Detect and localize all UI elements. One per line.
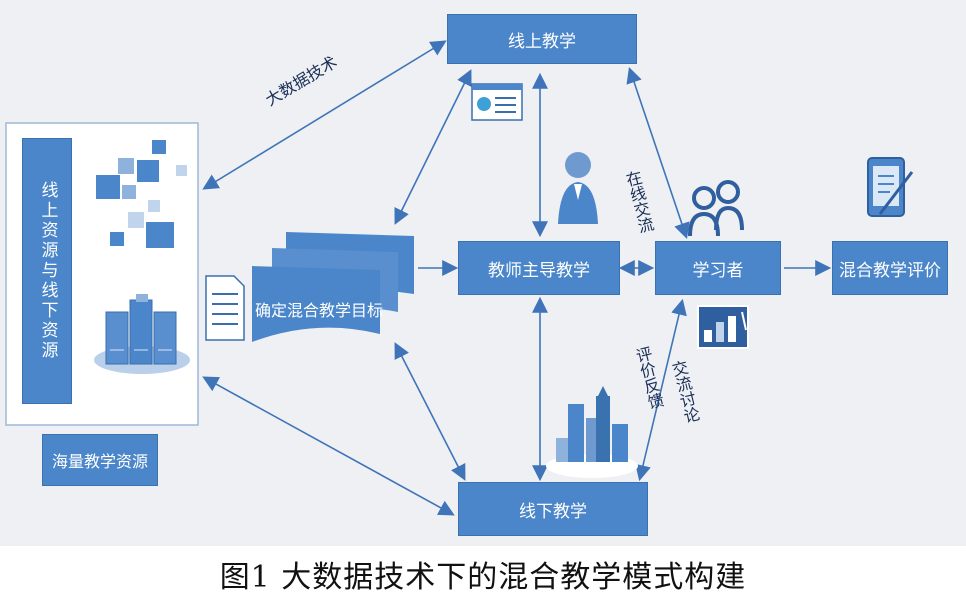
server-icon — [94, 294, 190, 374]
massive-resources-box: 海量教学资源 — [42, 434, 158, 486]
diagram-canvas: 线上教学 教师主导教学 学习者 混合教学评价 线下教学 线上资源与线下资源 海量… — [0, 0, 966, 546]
arrow-learner-offline — [635, 298, 687, 482]
teacher-led-box: 教师主导教学 — [458, 241, 620, 295]
tablet-icon — [867, 157, 914, 217]
resources-vertical-label: 线上资源与线下资源 — [37, 181, 58, 361]
learner-box: 学习者 — [655, 241, 781, 295]
webpage-icon — [471, 83, 523, 121]
goal-label: 确定混合教学目标 — [255, 301, 384, 320]
document-icon — [205, 275, 245, 341]
arrow-goal-offline — [394, 342, 466, 481]
arrow-resources-online — [202, 40, 447, 190]
arrow-goal-online — [394, 69, 472, 225]
learners-icon — [688, 180, 744, 237]
city-icon — [546, 386, 638, 478]
figure-caption: 图1 大数据技术下的混合教学模式构建 — [219, 560, 747, 595]
arrow-resources-offline — [202, 376, 455, 516]
evaluation-label: 混合教学评价 — [839, 260, 941, 281]
massive-resources-label: 海量教学资源 — [51, 452, 148, 471]
offline-teaching-box: 线下教学 — [458, 482, 648, 536]
teacher-icon — [558, 152, 598, 224]
evaluation-box: 混合教学评价 — [832, 241, 948, 295]
arrow-online-learner — [626, 66, 690, 240]
pixel-cubes-icon — [96, 140, 187, 248]
online-teaching-label: 线上教学 — [508, 31, 576, 52]
resources-vertical-box: 线上资源与线下资源 — [22, 138, 72, 404]
learner-label: 学习者 — [692, 260, 744, 281]
offline-teaching-label: 线下教学 — [519, 501, 587, 522]
document-stack — [252, 232, 414, 342]
chart-board-icon — [697, 305, 749, 349]
diagram-lines — [5, 40, 914, 516]
teacher-led-label: 教师主导教学 — [488, 260, 590, 281]
online-teaching-box: 线上教学 — [447, 14, 637, 64]
